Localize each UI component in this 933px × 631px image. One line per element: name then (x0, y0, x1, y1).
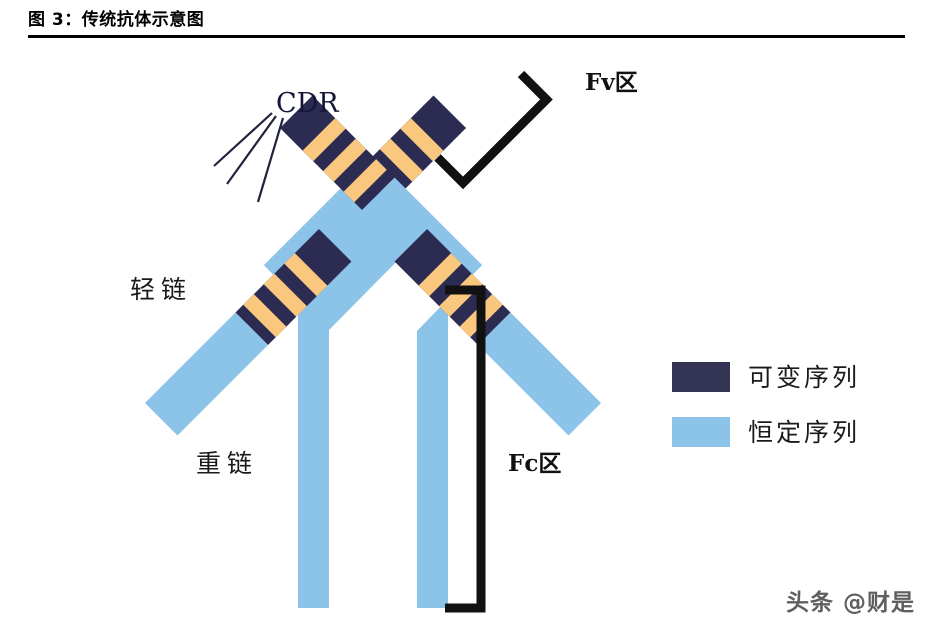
heavy-chain-right-arm-variable (279, 95, 395, 210)
light-chain-left (144, 229, 352, 436)
cdr-band (284, 253, 328, 297)
legend-item-constant: 恒定序列 (672, 417, 860, 447)
antibody-diagram: CDR 轻链 重链 Fv区 Fc区 可变序列 恒定序列 (130, 69, 860, 613)
figure-header: 图 3：传统抗体示意图 (28, 8, 905, 38)
cdr-leader-lines (213, 112, 285, 203)
legend-label-constant: 恒定序列 (748, 418, 860, 447)
heavy-chain-left-stem (298, 299, 329, 608)
page-title: 图 3：传统抗体示意图 (28, 10, 205, 30)
heavy-chain-right-stem (417, 299, 448, 608)
cdr-band (379, 138, 423, 182)
cdr-leader-1 (213, 112, 273, 167)
cdr-leader-2 (226, 115, 277, 185)
legend-swatch-constant (672, 417, 730, 447)
watermark: 头条 @财是 (785, 590, 915, 616)
legend-swatch-variable (672, 362, 730, 392)
cdr-band (343, 159, 387, 203)
legend-item-variable: 可变序列 (672, 362, 860, 392)
fc-bracket (445, 285, 486, 613)
cdr-band (323, 138, 367, 182)
cdr-band (439, 273, 483, 317)
title-divider (28, 35, 905, 38)
legend-label-variable: 可变序列 (748, 363, 860, 392)
fc-region-label: Fc区 (508, 450, 561, 477)
heavy-chain-label: 重链 (196, 449, 258, 478)
light-chain-label: 轻链 (130, 275, 192, 304)
cdr-leader-3 (256, 117, 285, 203)
cdr-label: CDR (276, 88, 339, 119)
fv-region-label: Fv区 (585, 69, 638, 96)
cdr-band (263, 273, 307, 317)
legend: 可变序列 恒定序列 (672, 362, 860, 447)
cdr-band (243, 294, 287, 338)
fv-bracket (434, 70, 553, 190)
cdr-band (418, 253, 462, 297)
cdr-band (400, 118, 444, 162)
cdr-band (302, 118, 346, 162)
